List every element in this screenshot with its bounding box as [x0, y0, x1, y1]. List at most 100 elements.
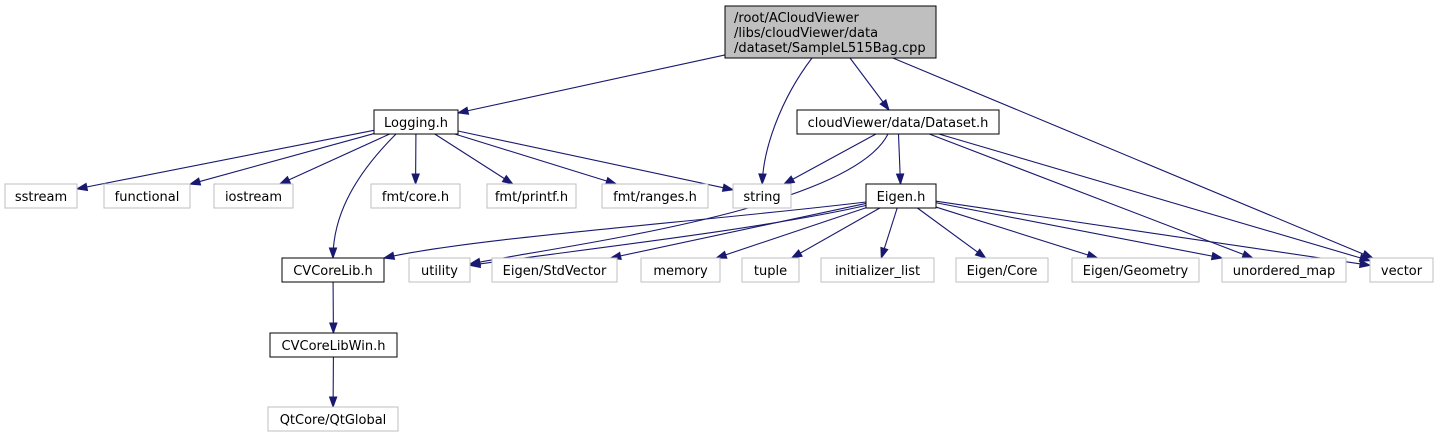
edge-dataset-to-unordered-map-arrowhead: [1241, 250, 1255, 259]
edge-eigen-to-initializer-list-arrowhead: [880, 246, 889, 260]
node-initializer-list: initializer_list: [820, 257, 935, 283]
edge-logging-to-iostream: [279, 133, 390, 185]
node-eigen-core-label: Eigen/Core: [967, 264, 1038, 279]
edge-dataset-to-unordered-map: [929, 133, 1253, 259]
edge-logging-to-string-arrowhead: [721, 183, 735, 192]
edge-logging-to-fmt-ranges-arrowhead: [604, 176, 618, 186]
node-memory: memory: [640, 257, 721, 283]
edge-root-to-logging-arrowhead: [456, 106, 470, 115]
node-cvcorelibwin-label: CVCoreLibWin.h: [282, 339, 386, 354]
node-eigen-stdvector-box: [491, 257, 618, 283]
node-eigen-core: Eigen/Core: [955, 257, 1049, 283]
node-vector-box: [1369, 257, 1434, 283]
node-sstream-label: sstream: [15, 190, 67, 205]
node-unordered-map: unordered_map: [1221, 257, 1347, 283]
node-iostream-label: iostream: [225, 190, 282, 205]
node-eigen-stdvector-label: Eigen/StdVector: [503, 264, 607, 279]
node-dataset-box: [796, 109, 1000, 135]
node-fmt-printf-box: [486, 183, 577, 209]
edge-root-to-vector-arrowhead: [1361, 249, 1375, 259]
edge-eigen-to-cvcorelib-arrowhead: [382, 251, 396, 260]
node-qtglobal-label: QtCore/QtGlobal: [280, 413, 387, 428]
node-fmt-core-label: fmt/core.h: [382, 190, 449, 205]
node-tuple-label: tuple: [754, 264, 787, 279]
edge-eigen-to-unordered-map-arrowhead: [1210, 251, 1224, 261]
node-unordered-map-box: [1221, 257, 1347, 283]
edge-eigen-to-eigen-core: [917, 207, 986, 259]
edge-dataset-to-string: [783, 133, 877, 185]
node-root-label-1: /root/ACloudViewer: [734, 11, 859, 26]
node-logging-box: [373, 109, 459, 135]
node-fmt-core-box: [370, 183, 461, 209]
edge-eigen-to-utility-arrowhead: [468, 259, 482, 269]
node-functional-label: functional: [115, 190, 180, 205]
node-string: string: [732, 183, 792, 209]
node-fmt-ranges: fmt/ranges.h: [601, 183, 709, 209]
node-eigen-geometry: Eigen/Geometry: [1071, 257, 1200, 283]
edge-logging-to-string: [457, 130, 734, 191]
node-logging[interactable]: Logging.h: [373, 109, 459, 135]
edge-eigen-to-memory-arrowhead: [714, 250, 728, 259]
node-root[interactable]: /root/ACloudViewer/libs/cloudViewer/data…: [724, 5, 937, 59]
edge-eigen-to-tuple: [791, 207, 881, 259]
node-initializer-list-label: initializer_list: [835, 264, 920, 279]
node-utility: utility: [408, 257, 471, 283]
edge-eigen-to-eigen-geometry: [935, 206, 1098, 259]
node-utility-label: utility: [421, 264, 458, 279]
edge-cvcorelibwin-to-qtglobal-arrowhead: [328, 396, 338, 409]
edge-eigen-to-vector: [935, 200, 1371, 266]
edge-root-to-logging: [457, 54, 726, 114]
edge-logging-to-fmt-ranges: [454, 133, 617, 185]
edge-root-to-string-arrowhead: [758, 173, 767, 186]
node-memory-label: memory: [653, 264, 708, 279]
node-iostream-box: [213, 183, 294, 209]
edge-dataset-to-eigen-arrowhead: [895, 173, 905, 186]
node-fmt-ranges-label: fmt/ranges.h: [613, 190, 697, 205]
edge-logging-to-iostream-arrowhead: [278, 175, 292, 185]
node-sstream-box: [4, 183, 78, 209]
node-qtglobal-box: [267, 406, 399, 432]
edge-eigen-to-memory: [716, 207, 867, 259]
edge-cvcorelib-to-cvcorelibwin-arrowhead: [329, 322, 338, 335]
edge-dataset-to-vector-arrowhead: [1358, 253, 1372, 262]
node-cvcorelib[interactable]: CVCoreLib.h: [281, 257, 385, 283]
node-sstream: sstream: [4, 183, 78, 209]
edge-dataset-to-vector: [938, 133, 1371, 262]
node-fmt-printf: fmt/printf.h: [486, 183, 577, 209]
node-logging-label: Logging.h: [384, 116, 448, 131]
edge-logging-to-sstream-arrowhead: [75, 182, 89, 192]
node-memory-box: [640, 257, 721, 283]
edge-eigen-to-utility: [469, 204, 869, 266]
node-eigen-box: [865, 183, 937, 209]
node-eigen-stdvector: Eigen/StdVector: [491, 257, 618, 283]
node-eigen[interactable]: Eigen.h: [865, 183, 937, 209]
node-unordered-map-label: unordered_map: [1233, 264, 1336, 279]
edge-logging-to-cvcorelib: [332, 133, 397, 259]
edge-eigen-to-eigen-geometry-arrowhead: [1086, 250, 1099, 259]
node-functional-box: [103, 183, 191, 209]
node-dataset[interactable]: cloudViewer/data/Dataset.h: [796, 109, 1000, 135]
edge-dataset-to-string-arrowhead: [782, 175, 796, 185]
node-root-label-2: /libs/cloudViewer/data: [734, 26, 878, 41]
node-cvcorelib-box: [281, 257, 385, 283]
node-fmt-printf-label: fmt/printf.h: [495, 190, 568, 205]
node-cvcorelib-label: CVCoreLib.h: [293, 264, 373, 279]
edge-root-to-string: [761, 57, 813, 185]
node-tuple-box: [741, 257, 800, 283]
edges-layer: [75, 54, 1375, 409]
node-cvcorelibwin-box: [269, 332, 398, 358]
edge-logging-to-fmt-printf: [434, 133, 514, 185]
edge-eigen-to-tuple-arrowhead: [790, 249, 803, 259]
node-vector-label: vector: [1381, 264, 1423, 279]
node-eigen-geometry-box: [1071, 257, 1200, 283]
node-dataset-label: cloudViewer/data/Dataset.h: [808, 116, 989, 131]
edge-root-to-dataset: [849, 57, 890, 111]
node-initializer-list-box: [820, 257, 935, 283]
node-utility-box: [408, 257, 471, 283]
edge-logging-to-functional-arrowhead: [188, 177, 202, 186]
node-fmt-core: fmt/core.h: [370, 183, 461, 209]
node-string-label: string: [743, 190, 780, 205]
node-cvcorelibwin[interactable]: CVCoreLibWin.h: [269, 332, 398, 358]
node-eigen-label: Eigen.h: [877, 190, 926, 205]
